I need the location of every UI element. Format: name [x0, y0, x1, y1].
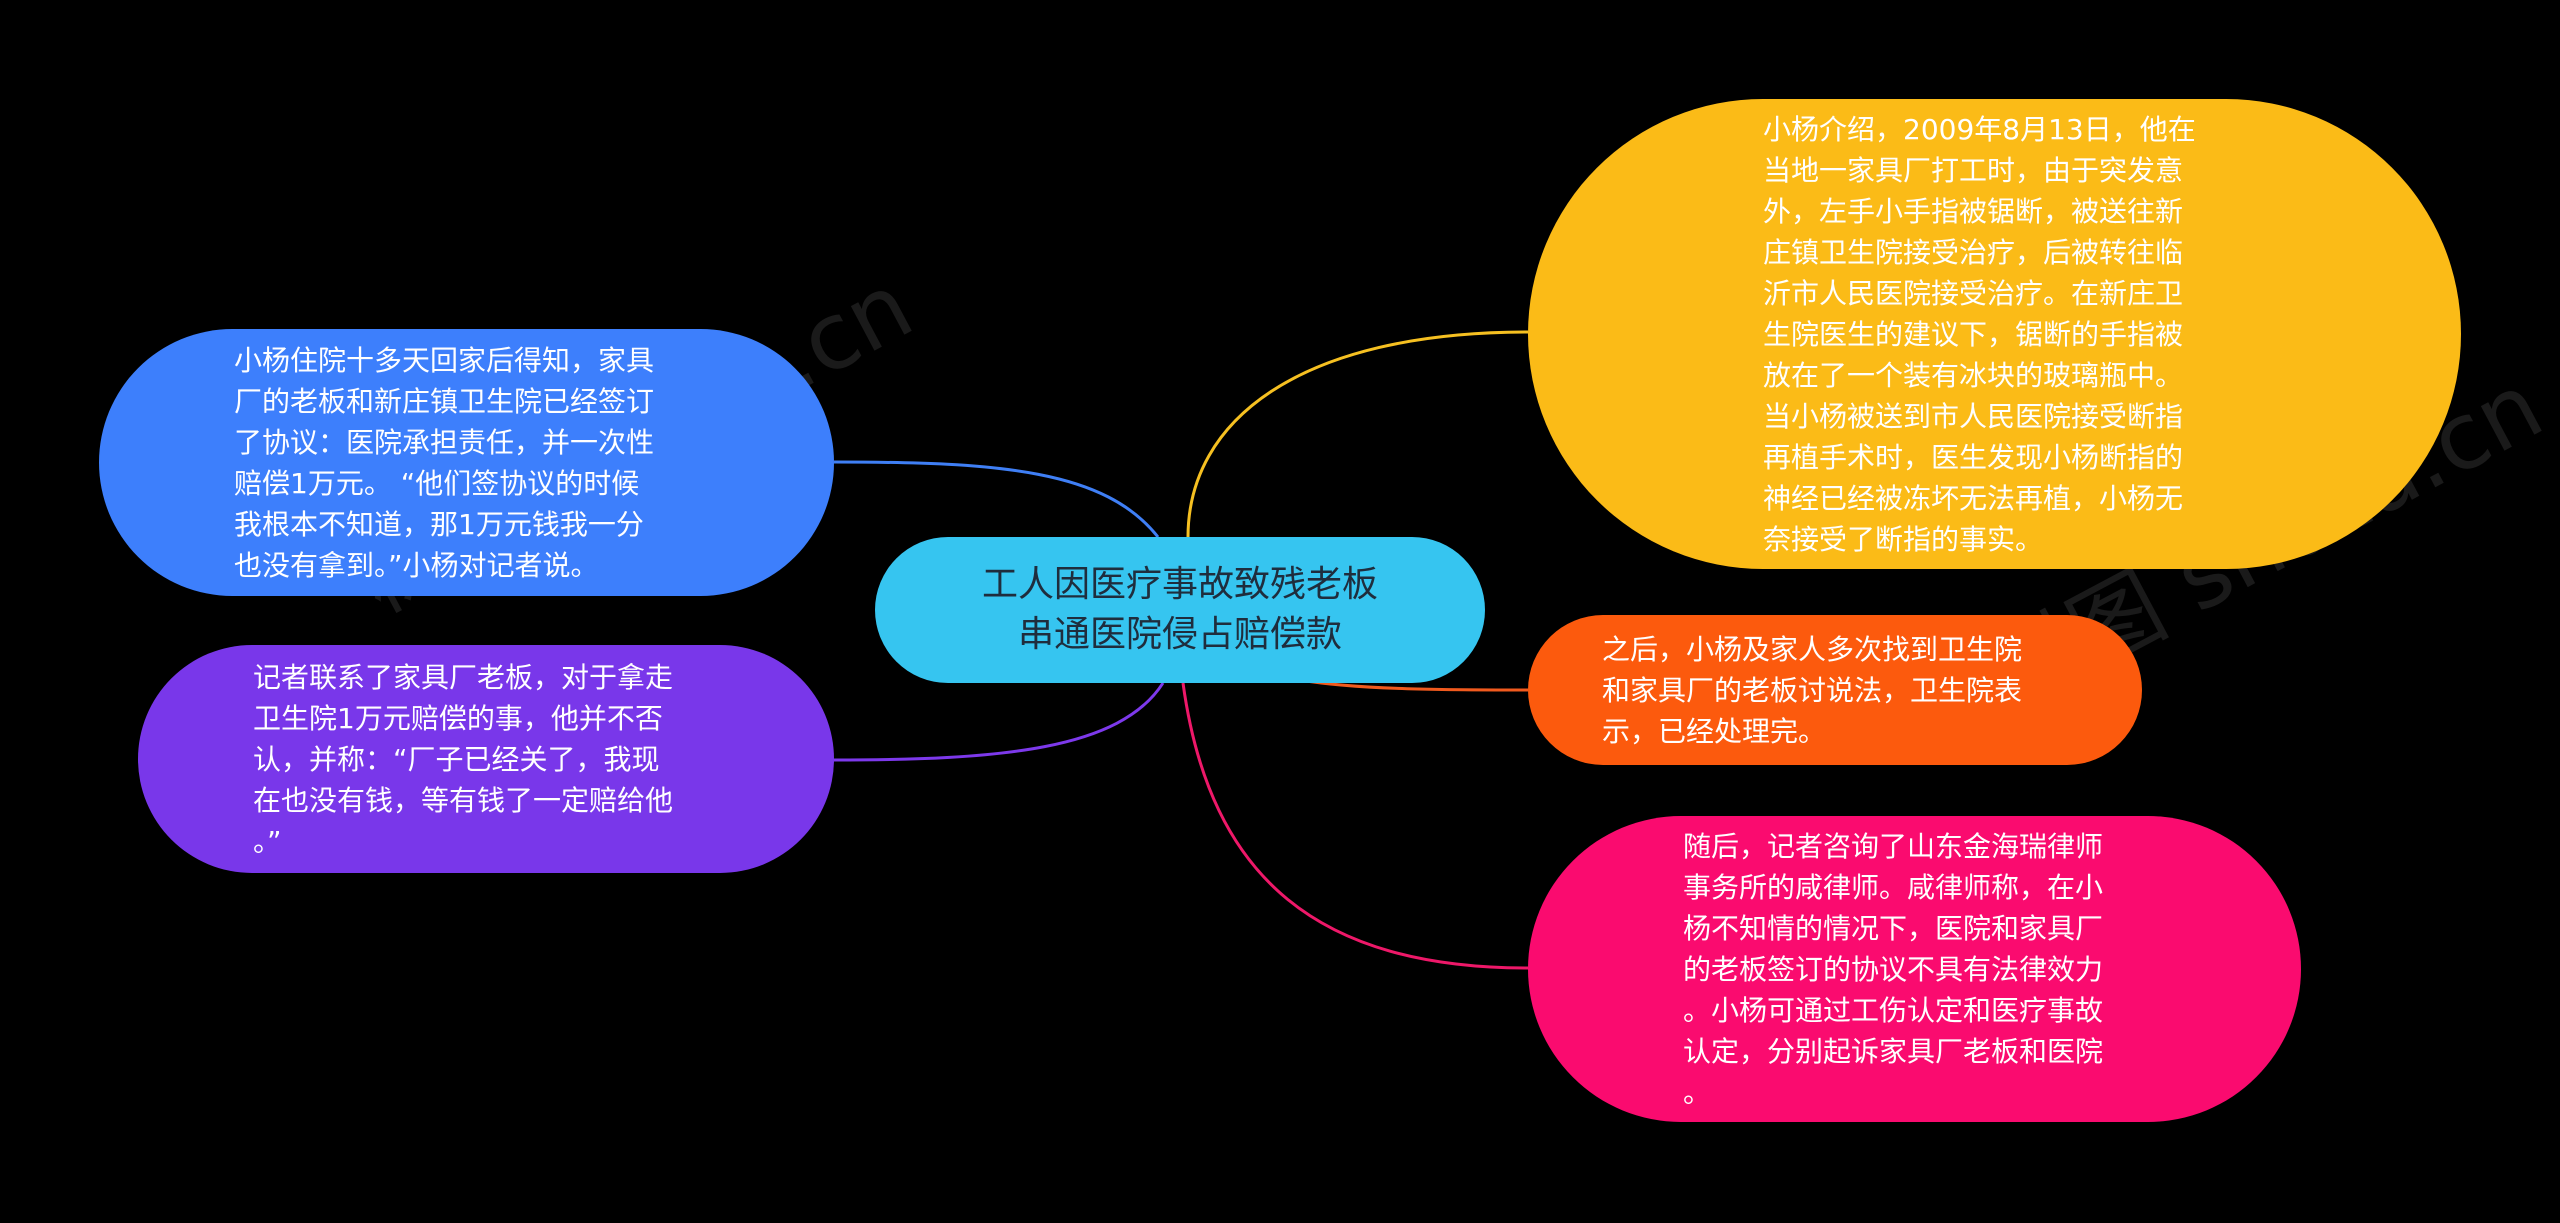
branch-text-seek-explanation: 之后，小杨及家人多次找到卫生院 和家具厂的老板讨说法，卫生院表 示，已经处理完。 — [1602, 632, 2023, 748]
connector-br — [1181, 682, 1529, 970]
connector-bl — [833, 682, 1165, 762]
connector-tl — [833, 460, 1160, 538]
branch-text-lawyer-opinion: 随后，记者咨询了山东金海瑞律师 事务所的咸律师。咸律师称，在小 杨不知情的情况下… — [1683, 829, 2104, 1109]
central-topic-text: 工人因医疗事故致残老板 串通医院侵占赔偿款 — [981, 564, 1378, 655]
branch-node-seek-explanation[interactable]: 之后，小杨及家人多次找到卫生院 和家具厂的老板讨说法，卫生院表 示，已经处理完。 — [1528, 615, 2142, 765]
branch-node-lawyer-opinion[interactable]: 随后，记者咨询了山东金海瑞律师 事务所的咸律师。咸律师称，在小 杨不知情的情况下… — [1528, 816, 2301, 1122]
central-topic-node[interactable]: 工人因医疗事故致残老板 串通医院侵占赔偿款 — [875, 537, 1485, 683]
connector-tr — [1186, 330, 1529, 538]
connector-r — [1299, 678, 1529, 692]
branch-text-finger-accident: 小杨介绍，2009年8月13日，他在 当地一家具厂打工时，由于突发意 外，左手小… — [1763, 112, 2196, 556]
branch-node-boss-response[interactable]: 记者联系了家具厂老板，对于拿走 卫生院1万元赔偿的事，他并不否 认，并称：“厂子… — [138, 645, 834, 873]
branch-text-boss-response: 记者联系了家具厂老板，对于拿走 卫生院1万元赔偿的事，他并不否 认，并称：“厂子… — [253, 660, 674, 858]
branch-text-secret-agreement: 小杨住院十多天回家后得知，家具 厂的老板和新庄镇卫生院已经签订 了协议：医院承担… — [234, 343, 655, 582]
branch-node-finger-accident[interactable]: 小杨介绍，2009年8月13日，他在 当地一家具厂打工时，由于突发意 外，左手小… — [1528, 99, 2461, 569]
branch-node-secret-agreement[interactable]: 小杨住院十多天回家后得知，家具 厂的老板和新庄镇卫生院已经签订 了协议：医院承担… — [99, 329, 834, 596]
